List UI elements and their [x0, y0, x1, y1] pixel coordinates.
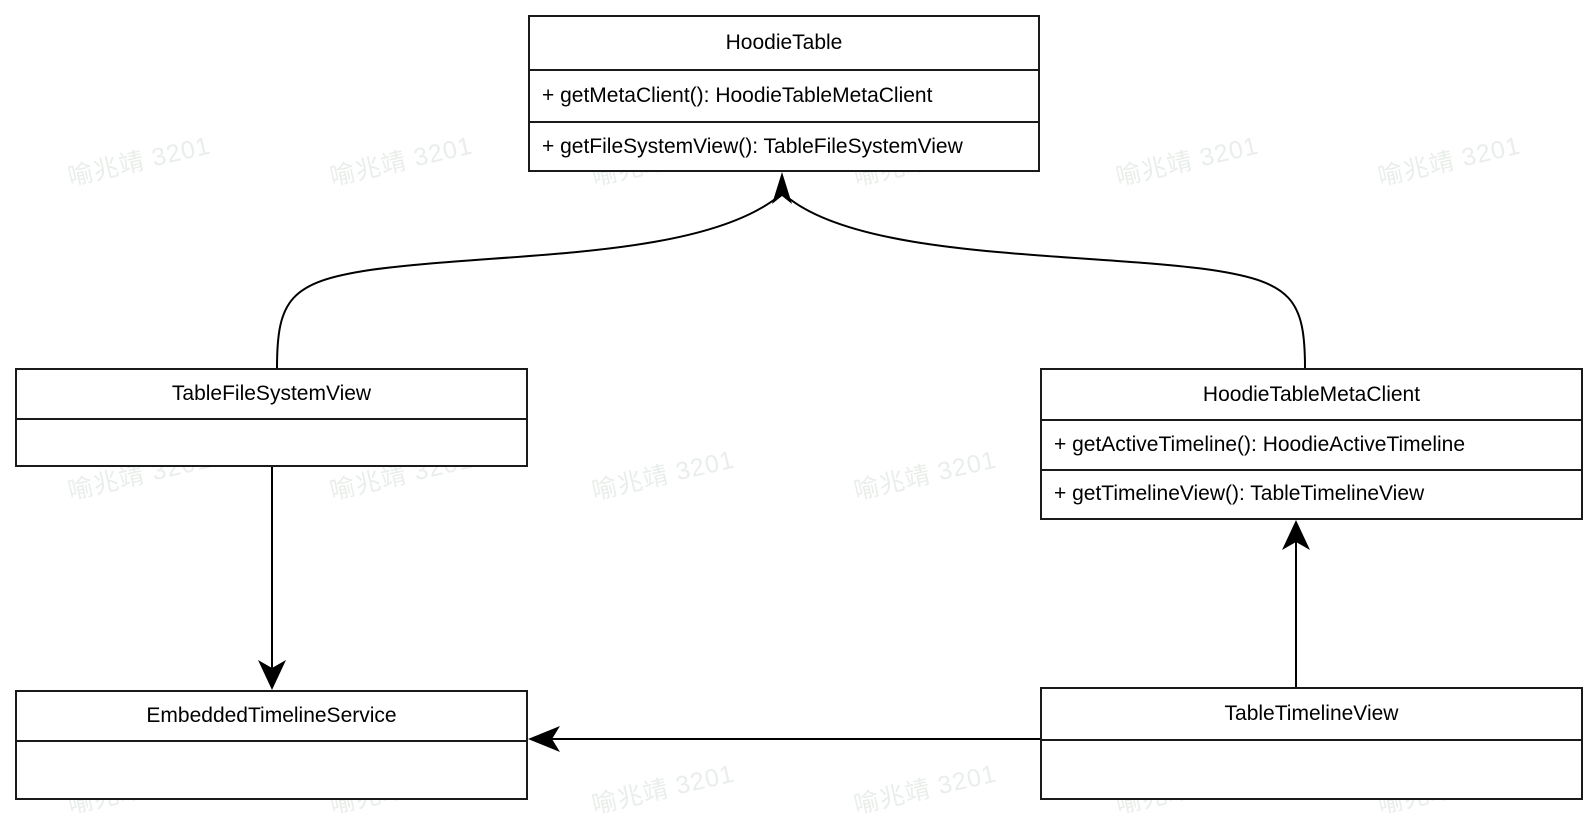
arrowhead-into-hoodietablemetaclient-bottom — [1282, 520, 1310, 550]
class-name-hoodietable: HoodieTable — [530, 17, 1038, 71]
class-name-tablefilesystemview: TableFileSystemView — [17, 370, 526, 420]
watermark-text: 喻兆靖 3201 — [851, 759, 1000, 818]
class-box-embeddedtimelineservice[interactable]: EmbeddedTimelineService — [15, 690, 528, 800]
link-hoodietablemetaclient-to-hoodietable — [785, 195, 1306, 369]
class-members-hoodietable: + getMetaClient(): HoodieTableMetaClient… — [530, 71, 1038, 171]
class-box-hoodietable[interactable]: HoodieTable + getMetaClient(): HoodieTab… — [528, 15, 1040, 172]
arrowhead-into-embeddedtimelineservice-right — [528, 726, 560, 752]
class-name-tabletimelineview: TableTimelineView — [1042, 689, 1581, 741]
class-members-hoodietablemetaclient: + getActiveTimeline(): HoodieActiveTimel… — [1042, 421, 1581, 517]
class-members-tabletimelineview — [1042, 741, 1581, 798]
class-member: + getFileSystemView(): TableFileSystemVi… — [530, 121, 1038, 171]
class-member: + getActiveTimeline(): HoodieActiveTimel… — [1054, 433, 1466, 456]
class-members-tablefilesystemview — [17, 420, 526, 465]
watermark-text: 喻兆靖 3201 — [1375, 131, 1524, 192]
watermark-text: 喻兆靖 3201 — [65, 131, 214, 192]
arrowhead-into-hoodietable — [772, 172, 792, 204]
class-member: + getTimelineView(): TableTimelineView — [1042, 469, 1581, 517]
watermark-text: 喻兆靖 3201 — [327, 131, 476, 192]
class-box-tablefilesystemview[interactable]: TableFileSystemView — [15, 368, 528, 467]
arrowhead-into-embeddedtimelineservice-top — [258, 660, 286, 690]
class-name-embeddedtimelineservice: EmbeddedTimelineService — [17, 692, 526, 742]
class-member: + getMetaClient(): HoodieTableMetaClient — [542, 84, 933, 107]
class-name-hoodietablemetaclient: HoodieTableMetaClient — [1042, 370, 1581, 421]
watermark-text: 喻兆靖 3201 — [589, 759, 738, 818]
class-members-embeddedtimelineservice — [17, 742, 526, 798]
watermark-text: 喻兆靖 3201 — [1113, 131, 1262, 192]
link-tablefilesystemview-to-hoodietable — [276, 195, 780, 369]
class-box-tabletimelineview[interactable]: TableTimelineView — [1040, 687, 1583, 800]
watermark-text: 喻兆靖 3201 — [851, 445, 1000, 506]
watermark-text: 喻兆靖 3201 — [589, 445, 738, 506]
class-box-hoodietablemetaclient[interactable]: HoodieTableMetaClient + getActiveTimelin… — [1040, 368, 1583, 520]
